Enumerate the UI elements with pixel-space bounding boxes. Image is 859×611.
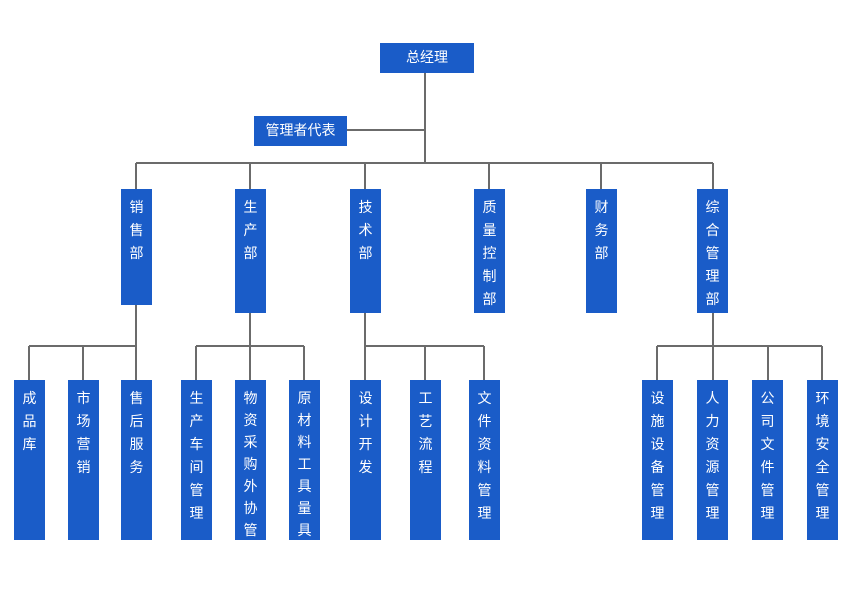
sub-dept-box: 售后服务 — [121, 380, 152, 540]
sub-dept-box: 原材料工具量具库 — [289, 380, 320, 561]
sub-dept-box: 设施设备管理 — [642, 380, 673, 540]
dept-box: 技术部 — [350, 189, 381, 313]
sub-dept-box: 成品库 — [14, 380, 45, 540]
dept-box: 综合管理部 — [697, 189, 728, 313]
sub-dept-box: 文件资料管理 — [469, 380, 500, 540]
rep-box: 管理者代表 — [254, 116, 347, 146]
sub-dept-box: 人力资源管理 — [697, 380, 728, 540]
dept-box: 生产部 — [235, 189, 266, 313]
sub-dept-box: 市场营销 — [68, 380, 99, 540]
sub-dept-box: 工艺流程 — [410, 380, 441, 540]
dept-box: 销售部 — [121, 189, 152, 305]
sub-dept-box: 生产车间管理 — [181, 380, 212, 540]
sub-dept-box: 公司文件管理 — [752, 380, 783, 540]
root-box: 总经理 — [380, 43, 474, 73]
sub-dept-box: 环境安全管理 — [807, 380, 838, 540]
sub-dept-box: 物资采购外协管理 — [235, 380, 266, 561]
dept-box: 财务部 — [586, 189, 617, 313]
dept-box: 质量控制部 — [474, 189, 505, 313]
sub-dept-box: 设计开发 — [350, 380, 381, 540]
